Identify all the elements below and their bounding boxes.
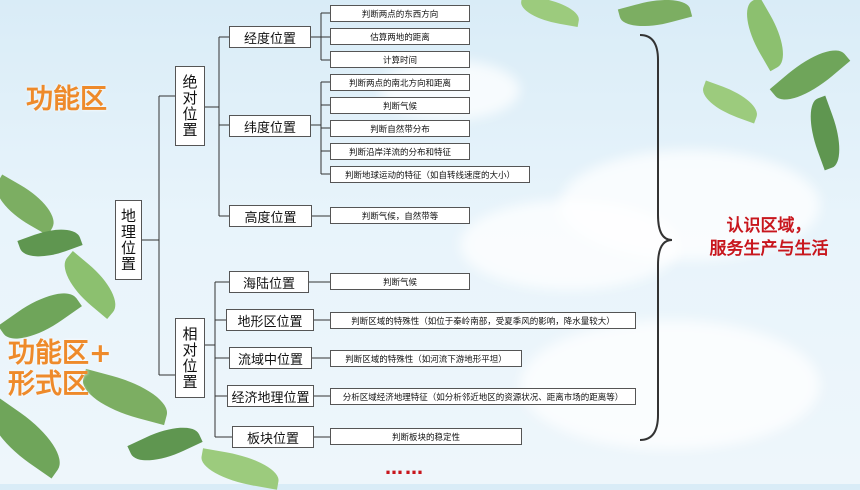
category-economic: 经济地理位置: [227, 385, 314, 407]
category-latitude: 纬度位置: [229, 115, 311, 137]
item-box: 判断地球运动的特征（如自转线速度的大小）: [330, 166, 530, 183]
item-box: 估算两地的距离: [330, 28, 470, 45]
item-box: 判断气候: [330, 273, 470, 290]
item-box: 分析区域经济地理特征（如分析邻近地区的资源状况、距离市场的距离等）: [330, 388, 636, 405]
absolute-position-node: 绝对位置: [175, 66, 205, 146]
item-box: 判断自然带分布: [330, 120, 470, 137]
category-longitude: 经度位置: [229, 26, 311, 48]
cloud-decoration: [460, 200, 680, 290]
conclusion-label: 认识区域， 服务生产与生活: [709, 216, 829, 259]
item-box: 判断两点的南北方向和距离: [330, 74, 470, 91]
category-plate: 板块位置: [232, 426, 314, 448]
item-box: 判断区域的特殊性（如河流下游地形平坦）: [330, 350, 522, 367]
item-box: 计算时间: [330, 51, 470, 68]
function-area-label: 功能区: [26, 84, 107, 115]
category-basin: 流域中位置: [229, 347, 312, 369]
cloud-decoration: [520, 320, 820, 450]
category-land-sea: 海陆位置: [229, 271, 309, 293]
category-altitude: 高度位置: [229, 205, 312, 227]
item-box: 判断两点的东西方向: [330, 5, 470, 22]
item-box: 判断气候: [330, 97, 470, 114]
item-box: 判断沿岸洋流的分布和特征: [330, 143, 470, 160]
item-box: 判断区域的特殊性（如位于秦岭南部，受夏季风的影响，降水量较大）: [330, 312, 636, 329]
item-box: 判断板块的稳定性: [330, 428, 522, 445]
category-terrain: 地形区位置: [226, 309, 314, 331]
ellipsis: ……: [385, 458, 425, 479]
root-node: 地理位置: [115, 200, 142, 280]
function-form-area-label: 功能区+ 形式区: [8, 338, 112, 401]
relative-position-node: 相对位置: [175, 318, 205, 398]
item-box: 判断气候，自然带等: [330, 207, 470, 224]
